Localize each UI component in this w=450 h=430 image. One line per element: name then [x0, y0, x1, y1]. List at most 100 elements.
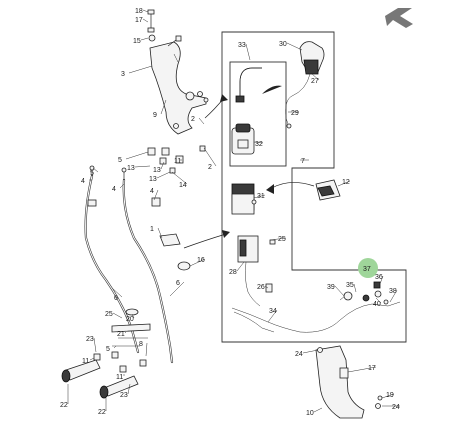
- callout-24: 24: [295, 351, 303, 358]
- part-4-clip-left: [87, 199, 97, 207]
- callout-17: 17: [368, 365, 376, 372]
- leader-line: [245, 43, 251, 61]
- leader-line: [375, 297, 382, 304]
- callout-16: 16: [197, 257, 205, 264]
- part-33-tube: [235, 67, 262, 103]
- callout-23: 23: [120, 392, 128, 399]
- callout-26: 26: [257, 284, 265, 291]
- leader-line: [302, 349, 319, 354]
- leader-line: [93, 337, 97, 353]
- callout-8: 8: [139, 341, 143, 348]
- leader-line: [236, 261, 245, 272]
- callout-13: 13: [153, 167, 161, 174]
- callout-13: 13: [149, 176, 157, 183]
- callout-35: 35: [346, 282, 354, 289]
- leader-line: [92, 167, 99, 173]
- callout-14: 14: [179, 182, 187, 189]
- leader-line: [142, 9, 149, 13]
- callout-25: 25: [105, 311, 113, 318]
- callout-22: 22: [98, 409, 106, 416]
- callout-12: 12: [342, 179, 350, 186]
- callout-20: 20: [126, 316, 134, 323]
- part-1-clamp: [159, 233, 181, 247]
- part-24-fastener-bottom: [375, 403, 381, 409]
- part-26-fastener: [265, 283, 273, 293]
- part-10-bracket: [315, 345, 365, 419]
- leader-line: [313, 407, 323, 413]
- leader-line: [171, 171, 188, 185]
- part-27-fastener: [269, 239, 276, 245]
- leader-line: [128, 65, 153, 74]
- leader-line: [203, 147, 217, 167]
- highlight-callout-37: [358, 258, 378, 278]
- leader-line: [160, 99, 167, 115]
- leader-line: [389, 289, 398, 303]
- callout-36: 36: [375, 274, 383, 281]
- part-19-fastener: [377, 395, 383, 401]
- leader-line: [113, 345, 117, 349]
- leader-line: [125, 151, 149, 160]
- callout-2: 2: [191, 116, 195, 123]
- leader-line: [111, 287, 123, 298]
- callout-1: 1: [150, 226, 154, 233]
- leader-line: [156, 171, 171, 179]
- callout-22: 22: [60, 402, 68, 409]
- leader-line: [334, 285, 345, 297]
- leader-line: [119, 183, 125, 189]
- callout-24: 24: [392, 404, 400, 411]
- callout-3: 3: [121, 71, 125, 78]
- callout-11: 11: [174, 158, 181, 165]
- leader-line: [264, 285, 269, 289]
- callout-15: 15: [133, 38, 141, 45]
- part-32-switch: [231, 123, 255, 155]
- mid-fasteners: [147, 145, 206, 174]
- callout-13: 13: [127, 165, 135, 172]
- leader-line: [134, 165, 151, 168]
- callout-7: 7: [301, 158, 305, 165]
- callout-32: 32: [255, 141, 263, 148]
- part-6-cables: [84, 165, 174, 364]
- callout-37: 37: [363, 266, 371, 273]
- callout-28: 28: [229, 269, 237, 276]
- callout-34: 34: [269, 308, 277, 315]
- callout-5: 5: [118, 157, 122, 164]
- leader-line: [145, 342, 148, 357]
- flow-arrows: [183, 85, 315, 249]
- callout-40: 40: [373, 301, 381, 308]
- part-30-handle: [285, 41, 325, 129]
- callout-23: 23: [86, 336, 94, 343]
- leader-line: [169, 281, 185, 297]
- callout-27: 27: [311, 78, 319, 85]
- callout-29: 29: [291, 110, 299, 117]
- callout-31: 31: [257, 193, 265, 200]
- handle-left: [61, 351, 119, 383]
- callout-19: 19: [386, 392, 394, 399]
- leader-line: [253, 141, 264, 144]
- direction-arrow-icon: [385, 8, 413, 28]
- leader-line: [198, 117, 205, 125]
- callout-4: 4: [81, 178, 85, 185]
- part-31-module: [231, 183, 257, 215]
- leader-line: [157, 227, 163, 239]
- callout-17: 17: [135, 17, 143, 24]
- callout-21: 21: [117, 331, 125, 338]
- switch-assembly-box: [229, 61, 287, 167]
- leader-line: [353, 283, 357, 293]
- part-12-pad: [315, 179, 341, 201]
- part-9-bracket: [149, 41, 207, 135]
- callout-39: 39: [327, 284, 335, 291]
- leader-line: [286, 42, 303, 51]
- leader-line: [142, 18, 149, 23]
- leader-line: [89, 357, 95, 361]
- leader-line: [269, 237, 287, 241]
- leader-line: [127, 383, 131, 395]
- leader-line: [124, 331, 127, 334]
- callout-11: 11: [82, 358, 89, 365]
- callout-4: 4: [112, 186, 116, 193]
- part-4-clip-right: [151, 197, 161, 207]
- callout-18: 18: [135, 8, 143, 15]
- sub-assembly-outline: [221, 31, 407, 343]
- callout-6: 6: [176, 280, 180, 287]
- top-fasteners: [147, 9, 209, 103]
- callout-10: 10: [306, 410, 314, 417]
